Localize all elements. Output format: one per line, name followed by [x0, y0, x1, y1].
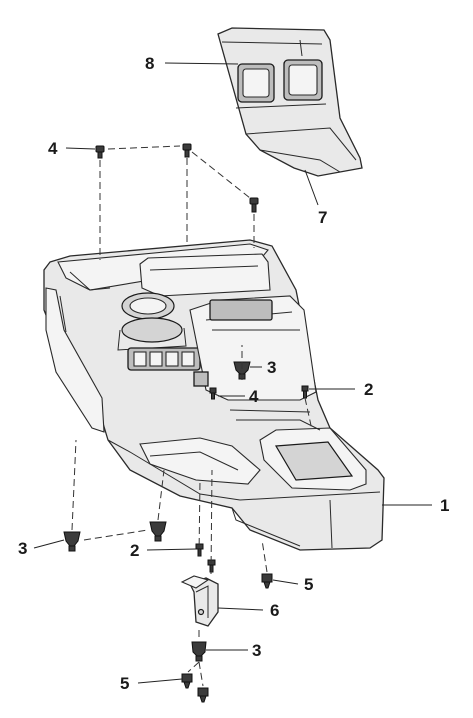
callout-1: 1	[440, 496, 449, 515]
callout-2-console: 2	[364, 380, 373, 399]
callout-4-console: 4	[249, 387, 259, 406]
screw-top-right	[249, 197, 259, 213]
leader-lines	[33, 62, 432, 684]
assembly-dashed-lines	[71, 145, 313, 687]
callout-2-lower: 2	[130, 541, 139, 560]
bolt-5-bottom-left	[181, 673, 193, 689]
console-small-switch	[193, 371, 209, 387]
screw-4-console	[209, 387, 217, 400]
callout-5-bottom: 5	[120, 674, 129, 693]
clip-lower-mid	[149, 521, 167, 542]
bolt-5-right	[261, 573, 273, 589]
screw-4-top-left	[95, 145, 105, 159]
clip-3-below-bracket	[191, 641, 207, 662]
callout-4-top: 4	[48, 139, 58, 158]
bolt-5-bottom-right	[197, 687, 209, 703]
callout-5-right: 5	[304, 575, 313, 594]
callout-3-lower: 3	[252, 641, 261, 660]
callout-3-lower-left: 3	[18, 539, 27, 558]
callout-8: 8	[145, 54, 154, 73]
part-8-switch-panel	[217, 27, 363, 177]
cup-holder-front	[121, 317, 183, 343]
callout-labels: 8 4 7 3 2 4 1 3 2 5 6 3 5	[18, 54, 449, 693]
callout-6: 6	[270, 601, 279, 620]
callout-3-console: 3	[267, 358, 276, 377]
screw-top-mid	[182, 143, 192, 158]
part-6-bracket	[180, 575, 219, 627]
callout-7: 7	[318, 208, 327, 227]
clip-3-lower-left	[63, 531, 81, 552]
